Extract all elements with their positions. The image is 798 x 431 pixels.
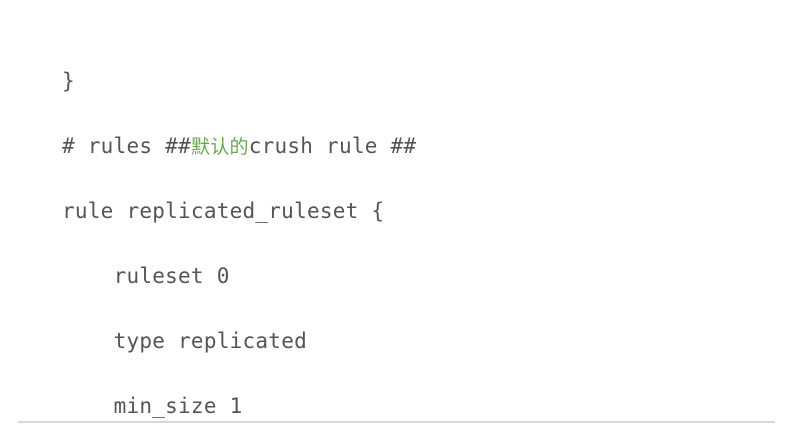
code-content: } # rules ##默认的crush rule ## rule replic… [62, 65, 552, 431]
code-line-text: } [62, 68, 75, 93]
comment-suffix: crush rule ## [248, 133, 417, 158]
code-line-comment: # rules ##默认的crush rule ## [62, 130, 552, 163]
code-line: ruleset 0 [62, 260, 552, 293]
code-line-text: rule replicated_ruleset { [62, 198, 385, 223]
code-line-text: type replicated [113, 328, 307, 353]
code-line-text: ruleset 0 [113, 263, 230, 288]
comment-prefix: # rules ## [62, 133, 191, 158]
comment-chinese-text: 默认的 [190, 135, 249, 158]
code-block: } # rules ##默认的crush rule ## rule replic… [62, 32, 552, 431]
code-line: } [62, 65, 552, 98]
code-line-text: min_size 1 [113, 393, 243, 418]
code-line: min_size 1 [62, 390, 552, 423]
code-line: rule replicated_ruleset { [62, 195, 552, 228]
code-line: type replicated [62, 325, 552, 358]
footer-divider [18, 421, 775, 423]
